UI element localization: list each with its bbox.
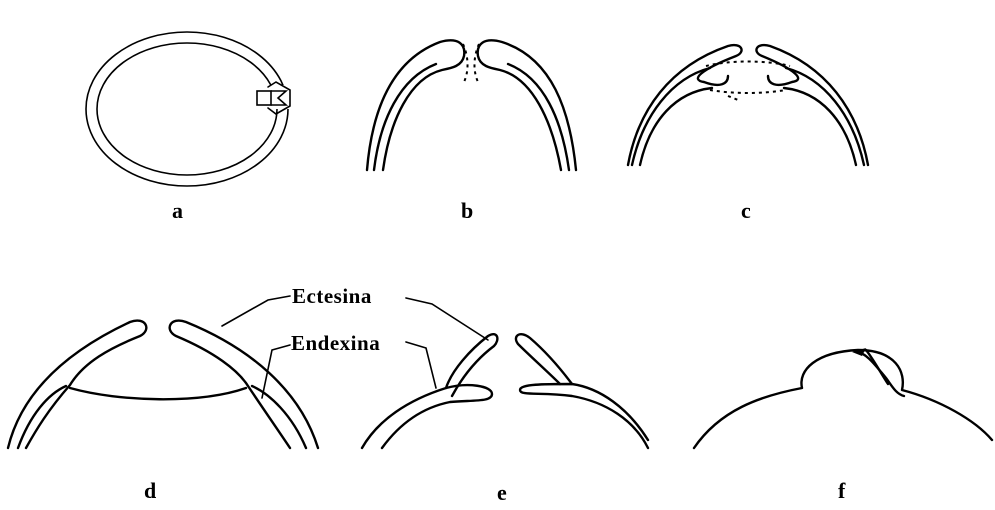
- panel-label-f: f: [838, 480, 845, 502]
- endexina-label: Endexina: [291, 333, 380, 354]
- panel-label-a: a: [172, 200, 183, 222]
- panel-label-c: c: [741, 200, 751, 222]
- panel-f-drawing: [694, 348, 992, 448]
- panel-a-drawing: [86, 32, 290, 186]
- panel-d-drawing: [8, 321, 318, 448]
- ectesina-label: Ectesina: [292, 286, 372, 307]
- panel-label-e: e: [497, 482, 507, 504]
- panel-c-drawing: [628, 45, 868, 165]
- panel-label-d: d: [144, 480, 156, 502]
- panel-b-drawing: [367, 40, 576, 170]
- panel-e-drawing: [362, 334, 648, 448]
- panel-label-b: b: [461, 200, 473, 222]
